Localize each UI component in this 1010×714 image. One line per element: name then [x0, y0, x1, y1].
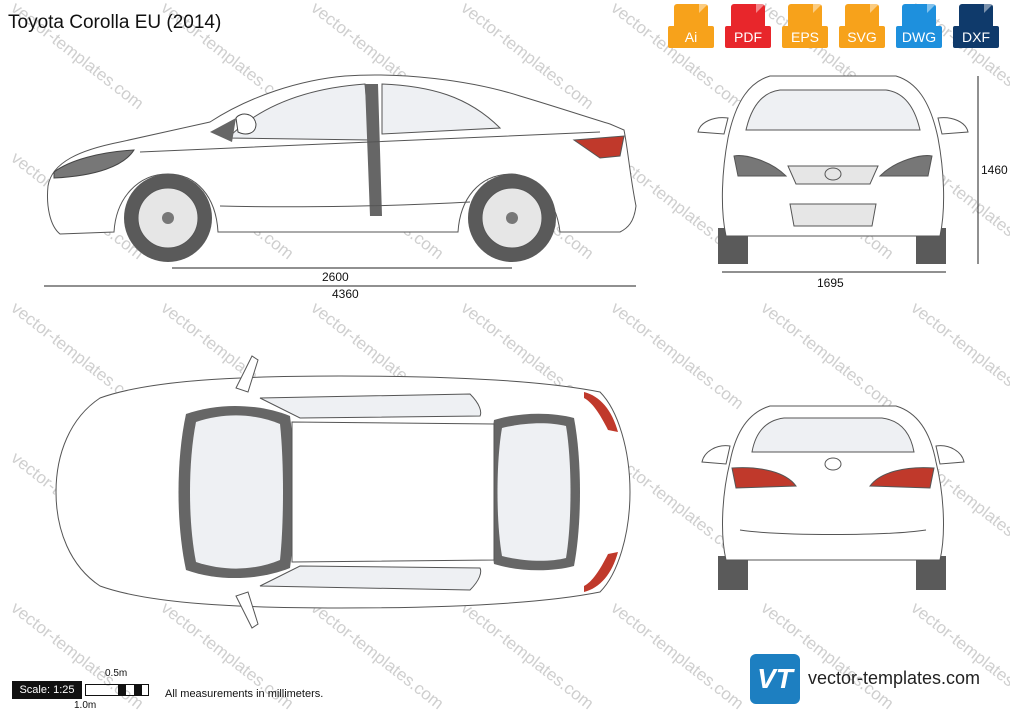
rear-hub — [506, 212, 518, 224]
format-icons: Ai PDF EPS SVG DWG DXF — [668, 4, 1008, 52]
dxf-file-icon[interactable]: DXF — [953, 4, 999, 52]
format-label: Ai — [668, 26, 714, 48]
width-label: 1695 — [817, 276, 844, 290]
format-label: DWG — [896, 26, 942, 48]
toyota-emblem-front — [824, 167, 842, 181]
rear-right-tyre — [916, 556, 946, 590]
ai-file-icon[interactable]: Ai — [668, 4, 714, 52]
page-title: Toyota Corolla EU (2014) — [8, 12, 222, 33]
wheelbase-label: 2600 — [322, 270, 349, 284]
svg-file-icon[interactable]: SVG — [839, 4, 885, 52]
side-headlight — [53, 149, 135, 179]
rear-bumper-line — [739, 529, 927, 535]
front-headlights — [733, 155, 933, 177]
side-character-line — [139, 131, 601, 208]
rear-left-tyre — [718, 556, 748, 590]
eps-file-icon[interactable]: EPS — [782, 4, 828, 52]
dwg-file-icon[interactable]: DWG — [896, 4, 942, 52]
side-taillight — [572, 135, 625, 159]
scale-one-label: 1.0m — [74, 700, 97, 711]
front-windshield — [745, 89, 921, 131]
length-label: 4360 — [332, 287, 359, 301]
toyota-emblem-rear — [824, 457, 842, 471]
front-hub — [162, 212, 174, 224]
top-windshield-glass — [190, 415, 283, 569]
top-roof — [291, 421, 495, 563]
scale-half-label: 0.5m — [105, 668, 128, 679]
measurement-note: All measurements in millimeters. — [165, 688, 324, 700]
side-mirror — [235, 113, 257, 135]
pdf-file-icon[interactable]: PDF — [725, 4, 771, 52]
scale-bar — [85, 684, 149, 696]
top-side-windows — [259, 393, 482, 591]
format-label: EPS — [782, 26, 828, 48]
top-rear-glass — [497, 423, 571, 561]
front-grille — [787, 165, 879, 227]
side-rear-window — [381, 83, 502, 135]
top-mirrors — [235, 355, 259, 629]
rear-taillights — [731, 467, 935, 489]
front-mirrors — [697, 117, 969, 135]
height-label: 1460 — [981, 163, 1008, 177]
format-label: PDF — [725, 26, 771, 48]
format-label: DXF — [953, 26, 999, 48]
rear-window — [751, 417, 915, 453]
scale-label: Scale: 1:25 — [12, 681, 82, 699]
format-label: SVG — [839, 26, 885, 48]
rear-mirrors — [701, 445, 965, 465]
vt-logo-icon[interactable]: VT — [750, 654, 800, 704]
site-link[interactable]: vector-templates.com — [808, 668, 981, 688]
